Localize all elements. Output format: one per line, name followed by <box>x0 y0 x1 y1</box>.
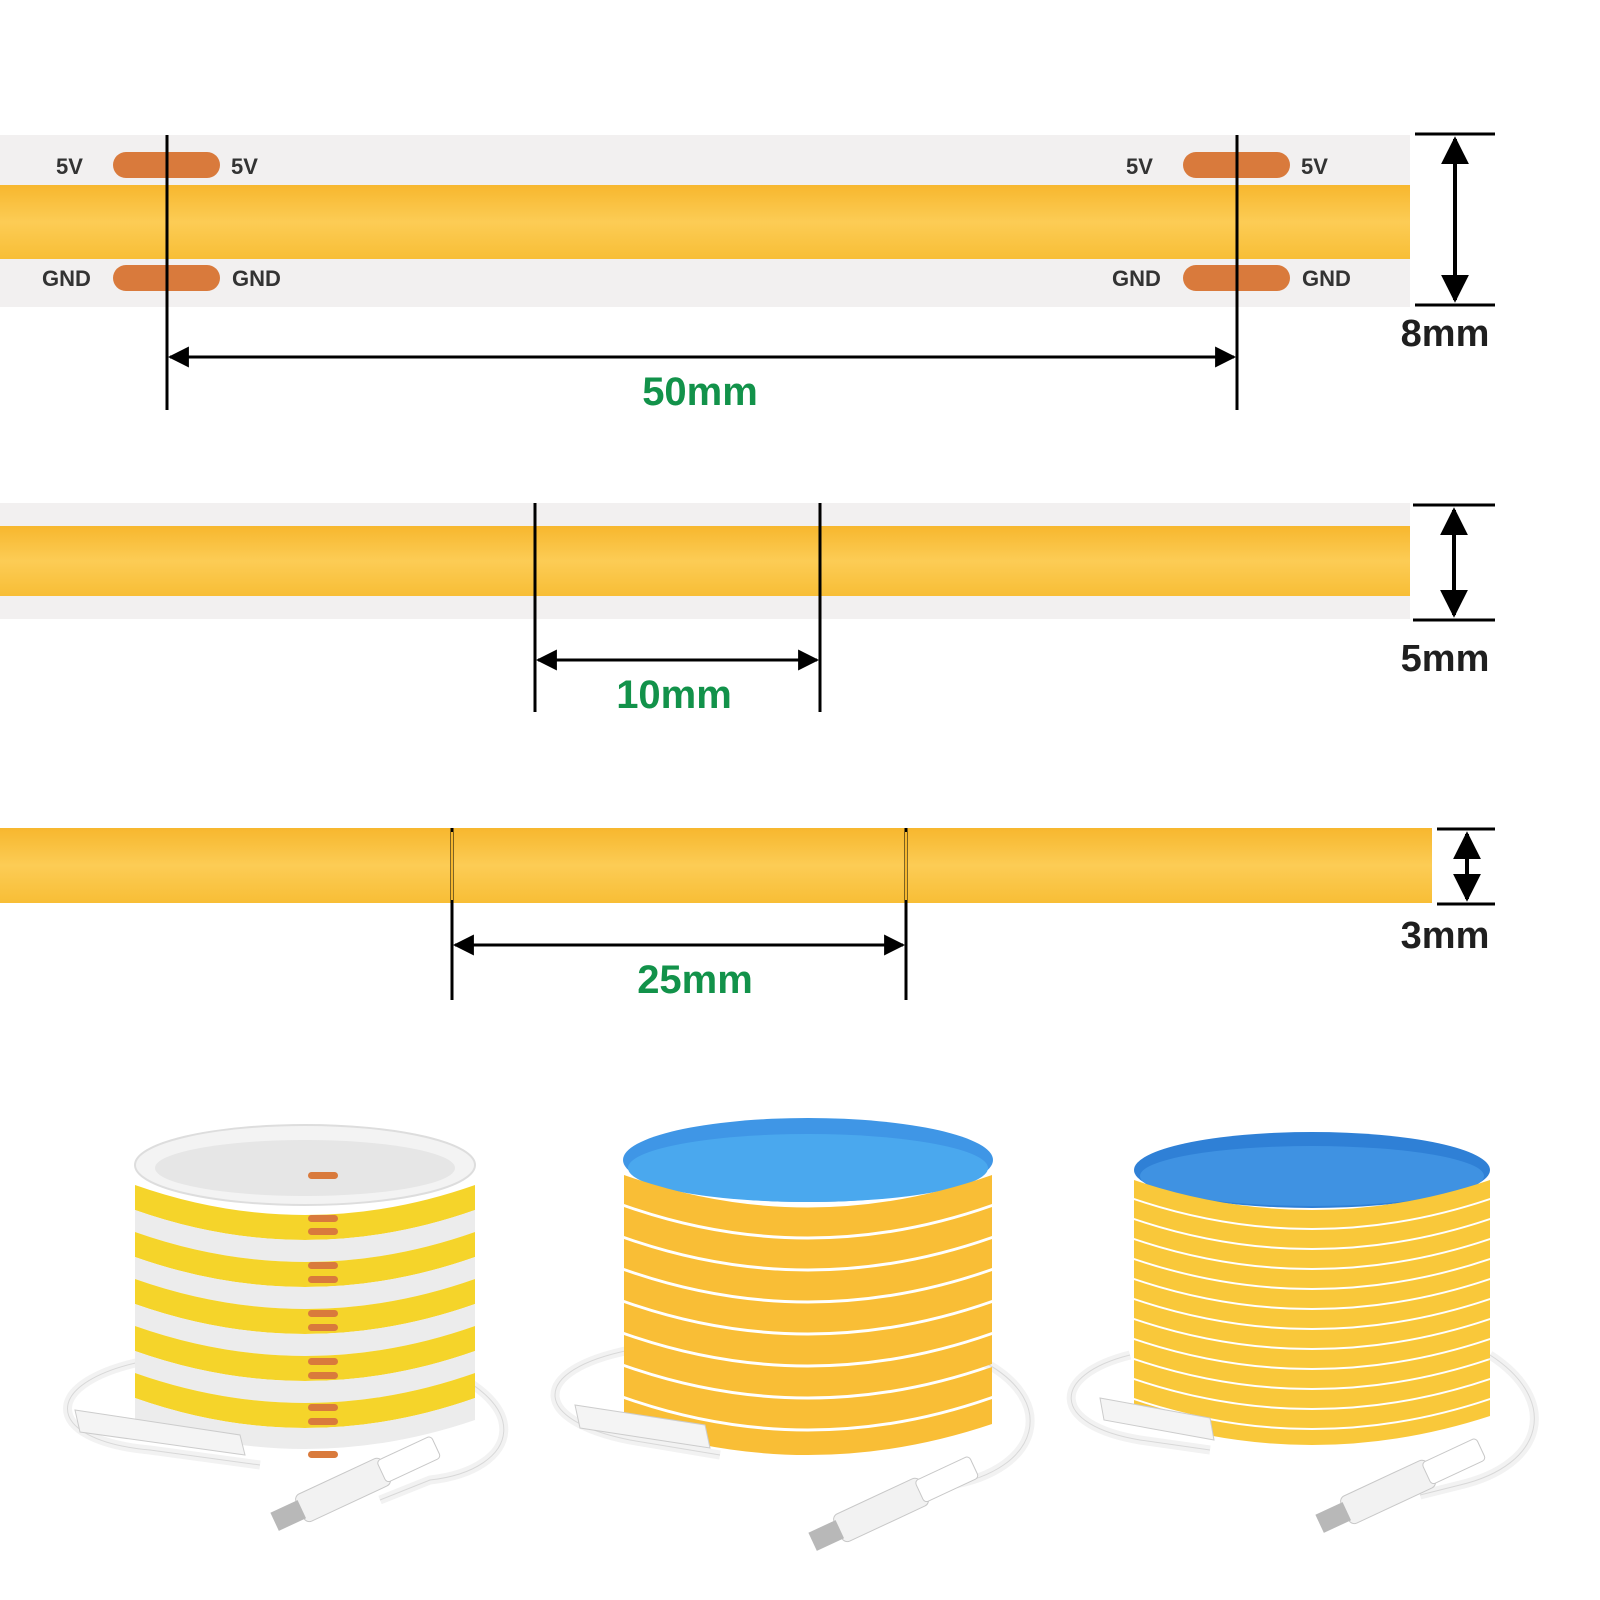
strip-8mm-led-band <box>0 185 1410 259</box>
width-label-8mm: 8mm <box>1401 313 1490 355</box>
strip-5mm: 10mm 5mm <box>0 503 1495 717</box>
strip-5mm-led-band <box>0 526 1410 596</box>
strip-3mm: 25mm 3mm <box>0 827 1495 1002</box>
spacing-label-10mm: 10mm <box>616 673 732 717</box>
dc-barrel-jack <box>1315 1438 1486 1533</box>
pad-label-5v: 5V <box>1126 154 1153 179</box>
product-reel-5mm <box>550 1118 1035 1551</box>
pad-label-5v: 5V <box>56 154 83 179</box>
pad-label-gnd: GND <box>232 266 281 291</box>
width-label-5mm: 5mm <box>1401 638 1490 680</box>
coil-stack <box>624 1175 992 1455</box>
spacing-label-25mm: 25mm <box>637 958 753 1002</box>
cable-boot <box>574 1404 711 1449</box>
width-label-3mm: 3mm <box>1401 915 1490 957</box>
dc-barrel-jack <box>808 1456 979 1551</box>
dc-barrel-jack <box>270 1436 441 1531</box>
cable-boot <box>74 1409 246 1456</box>
pad-label-gnd: GND <box>1302 266 1351 291</box>
pad-label-gnd: GND <box>42 266 91 291</box>
product-reel-3mm <box>1066 1132 1539 1533</box>
coil-stack <box>135 1185 475 1449</box>
cable-boot <box>1099 1397 1215 1441</box>
pad-label-gnd: GND <box>1112 266 1161 291</box>
pad-label-5v: 5V <box>231 154 258 179</box>
product-reel-8mm <box>63 1124 509 1531</box>
strip-3mm-led-band <box>0 828 1432 903</box>
strip-8mm: 5V 5V 5V 5V GND GND GND GND 50mm 8mm <box>0 132 1495 414</box>
spacing-label-50mm: 50mm <box>642 370 758 414</box>
pad-label-5v: 5V <box>1301 154 1328 179</box>
coil-stack <box>1134 1180 1490 1445</box>
